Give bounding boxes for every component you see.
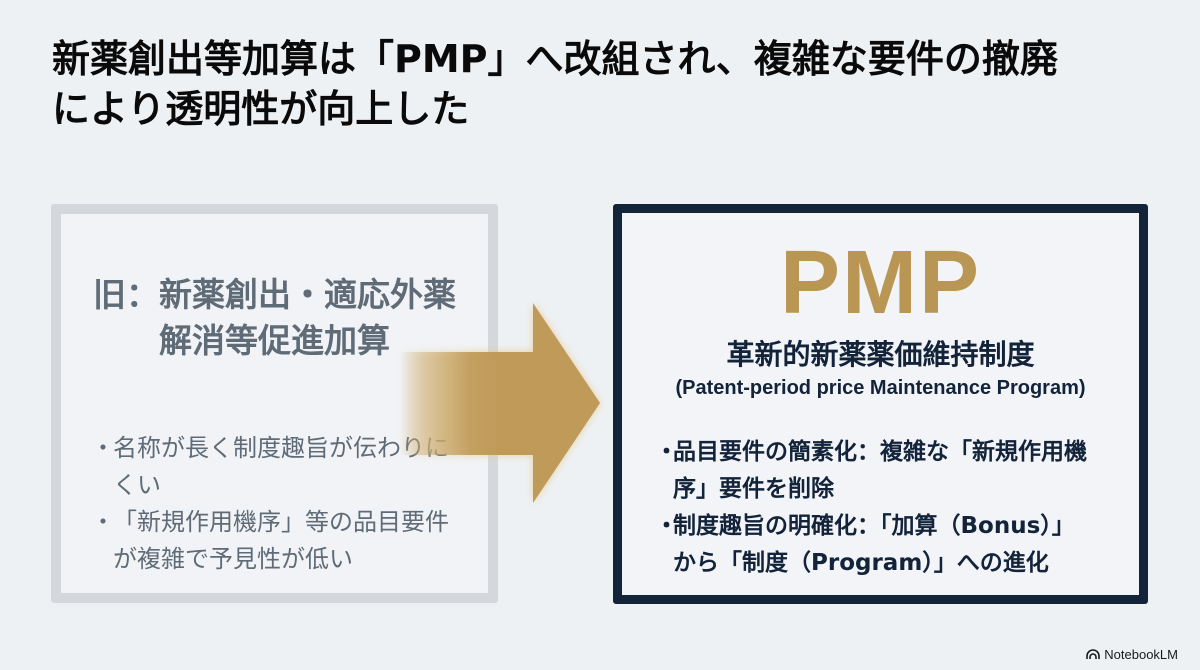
old-bullet-1-line-1: 名称が長く制度趣旨が伝わりに (113, 434, 449, 462)
old-system-bullet-list: ・ 名称が長く制度趣旨が伝わりに くい ・ 「新規作用機序」等の品目要件 が複雑… (91, 430, 481, 578)
new-bullet-item: ・ 制度趣旨の明確化：「加算（Bonus）」 から「制度（Program）」への… (655, 508, 1135, 582)
new-bullet-item: ・ 品目要件の簡素化：複雑な「新規作用機 序」要件を削除 (655, 434, 1135, 508)
old-bullet-item: ・ 「新規作用機序」等の品目要件 が複雑で予見性が低い (91, 504, 481, 578)
old-heading-line-1: 旧：新薬創出・適応外薬 (93, 275, 456, 314)
old-bullet-1-line-2: くい (113, 471, 161, 499)
new-bullet-1-line-1: 品目要件の簡素化：複雑な「新規作用機 (673, 439, 1087, 465)
slide-title: 新薬創出等加算は「PMP」へ改組され、複雑な要件の撤廃 により透明性が向上した (52, 34, 1152, 134)
new-bullet-2-line-2: から「制度（Program）」への進化 (673, 550, 1049, 576)
slide-title-line-2: により透明性が向上した (52, 87, 470, 131)
pmp-english-name: (Patent-period price Maintenance Program… (675, 377, 1086, 399)
notebooklm-logo-icon (1086, 649, 1101, 659)
brand-label: NotebookLM (1104, 647, 1178, 662)
bullet-icon: ・ (655, 513, 678, 539)
new-system-panel: PMP 革新的新薬薬価維持制度 (Patent-period price Mai… (613, 204, 1148, 604)
old-heading-line-2: 解消等促進加算 (159, 321, 390, 360)
bullet-icon: ・ (655, 439, 678, 465)
slide-title-line-1: 新薬創出等加算は「PMP」へ改組され、複雑な要件の撤廃 (52, 37, 1058, 81)
pmp-japanese-name: 革新的新薬薬価維持制度 (726, 338, 1035, 371)
bullet-icon: ・ (91, 508, 115, 536)
right-arrow-icon (400, 303, 600, 503)
old-bullet-2-line-1: 「新規作用機序」等の品目要件 (113, 508, 449, 536)
new-bullet-2-line-1: 制度趣旨の明確化：「加算（Bonus）」 (673, 513, 1075, 539)
notebooklm-brand: NotebookLM (1086, 647, 1178, 662)
pmp-acronym: PMP (779, 233, 982, 333)
old-bullet-2-line-2: が複雑で予見性が低い (113, 545, 353, 573)
bullet-icon: ・ (91, 434, 115, 462)
old-system-heading: 旧：新薬創出・適応外薬 解消等促進加算 (61, 272, 488, 364)
new-system-bullet-list: ・ 品目要件の簡素化：複雑な「新規作用機 序」要件を削除 ・ 制度趣旨の明確化：… (655, 434, 1135, 582)
old-bullet-item: ・ 名称が長く制度趣旨が伝わりに くい (91, 430, 481, 504)
new-bullet-1-line-2: 序」要件を削除 (673, 476, 834, 502)
